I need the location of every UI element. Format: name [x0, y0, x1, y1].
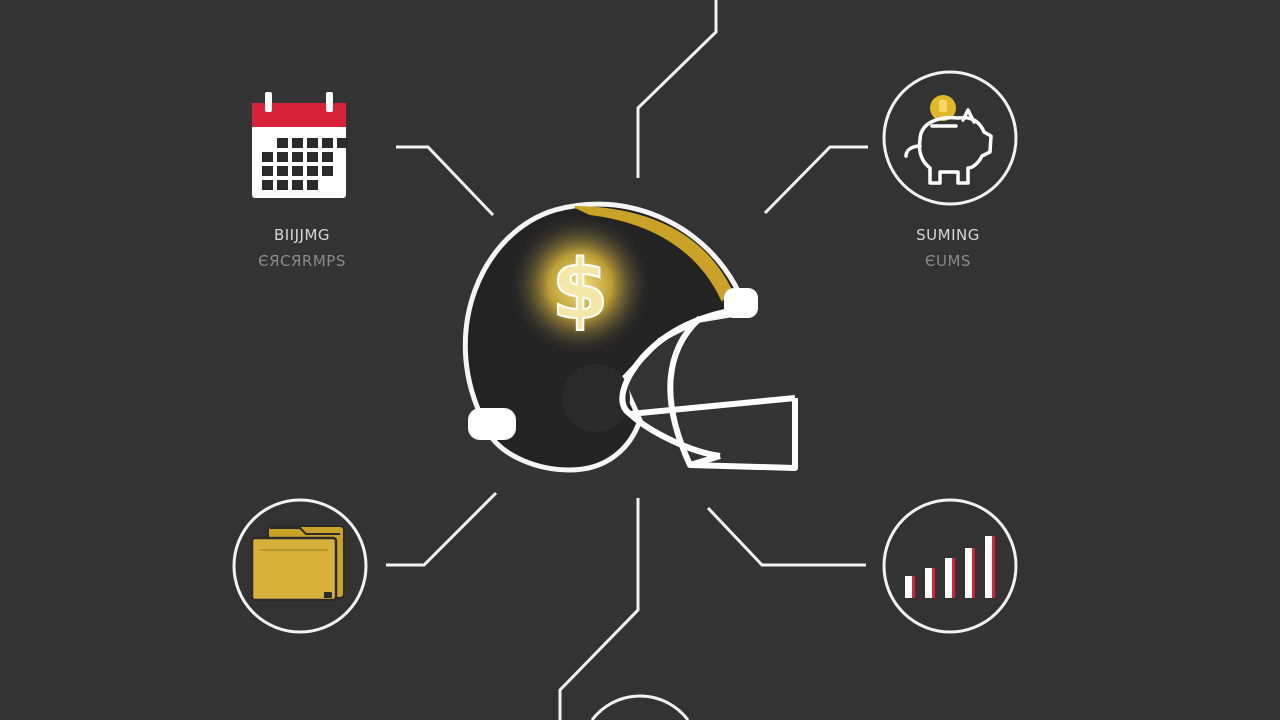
bar-chart-bar-accent: [952, 558, 955, 598]
folder-ring: [232, 498, 368, 634]
bar-chart-bar-accent: [992, 536, 995, 598]
coin-slot: [939, 100, 947, 112]
calendar-label-subtitle: ЄЯCЯRMPS: [258, 252, 346, 270]
calendar-day-cell: [322, 152, 333, 162]
bar-chart-bars: [905, 536, 995, 598]
calendar-day-cell: [322, 138, 333, 148]
calendar-day-cell: [277, 138, 288, 148]
calendar-day-cell: [337, 138, 348, 148]
calendar-day-cell: [292, 166, 303, 176]
connector-savings: [763, 145, 868, 215]
bar-chart-bar: [905, 576, 912, 598]
bar-chart-bar-accent: [972, 548, 975, 598]
calendar-day-cell: [277, 166, 288, 176]
calendar-day-cell: [262, 180, 273, 190]
calendar-day-cell: [292, 152, 303, 162]
calendar-label-title: BIIJJMG: [273, 226, 331, 244]
calendar-day-cell: [322, 166, 333, 176]
connector-bottom: [558, 498, 640, 720]
calendar-day-cell: [277, 180, 288, 190]
savings-label: SUMING ЄUMS: [868, 222, 1028, 274]
calendar-day-cell: [277, 152, 288, 162]
calendar-label: BIIJJMG ЄЯCЯRMPS: [222, 222, 382, 274]
savings-label-subtitle: ЄUMS: [925, 252, 971, 270]
calendar-day-cell: [262, 152, 273, 162]
calendar-day-cell: [307, 180, 318, 190]
savings-label-title: SUMING: [916, 226, 980, 244]
helmet-facemask: [619, 305, 798, 471]
folder-icon: [232, 498, 368, 634]
calendar-day-cell: [292, 180, 303, 190]
bar-chart-bar: [925, 568, 932, 598]
calendar-day-cell: [262, 166, 273, 176]
piggy-bank-ring: [882, 70, 1018, 206]
connector-growth: [706, 506, 866, 567]
connector-lines: [386, 0, 868, 720]
connector-calendar: [396, 145, 495, 217]
calendar-icon: [252, 92, 348, 198]
coin-glow: [510, 215, 650, 355]
bar-chart-bar-accent: [932, 568, 935, 598]
bottom-node-ring: [590, 694, 690, 720]
bar-chart-ring: [882, 498, 1018, 634]
helmet-ear-hole: [562, 364, 630, 432]
calendar-day-cell: [307, 152, 318, 162]
bar-chart-icon: [882, 498, 1018, 634]
calendar-day-cell: [292, 138, 303, 148]
football-helmet-dollar-icon: $: [462, 201, 798, 473]
piggy-bank-icon: [882, 70, 1018, 206]
helmet-chin-pad: [468, 408, 516, 440]
calendar-day-cell: [307, 138, 318, 148]
bar-chart-bar: [945, 558, 952, 598]
dollar-symbol: $: [551, 243, 608, 338]
bar-chart-bar: [965, 548, 972, 598]
connector-top: [636, 0, 718, 178]
calendar-grid: [262, 138, 348, 190]
bar-chart-bar: [985, 536, 992, 598]
piggy-outline: [904, 108, 993, 185]
bar-chart-bar-accent: [912, 576, 915, 598]
connector-folder: [386, 491, 498, 567]
calendar-day-cell: [307, 166, 318, 176]
